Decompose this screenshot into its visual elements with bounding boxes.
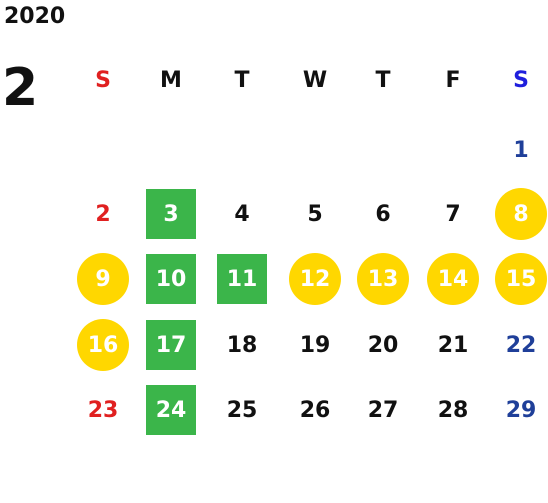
weekday-label-sun: S (95, 67, 111, 93)
day-cell-10[interactable]: 10 (146, 254, 196, 304)
day-cell-25[interactable]: 25 (226, 397, 258, 423)
day-cell-17[interactable]: 17 (146, 320, 196, 370)
day-cell-22[interactable]: 22 (505, 332, 537, 358)
day-cell-27[interactable]: 27 (367, 397, 399, 423)
weekday-label-mon: M (160, 67, 182, 93)
weekday-label-sat: S (513, 67, 529, 93)
day-cell-20[interactable]: 20 (367, 332, 399, 358)
day-cell-9[interactable]: 9 (77, 253, 129, 305)
weekday-label-fri: F (445, 67, 461, 93)
day-cell-11[interactable]: 11 (217, 254, 267, 304)
day-cell-15[interactable]: 15 (495, 253, 547, 305)
day-cell-21[interactable]: 21 (437, 332, 469, 358)
day-cell-19[interactable]: 19 (299, 332, 331, 358)
day-cell-6[interactable]: 6 (375, 201, 391, 227)
day-cell-4[interactable]: 4 (234, 201, 250, 227)
day-cell-1[interactable]: 1 (513, 137, 529, 163)
day-cell-18[interactable]: 18 (226, 332, 258, 358)
day-cell-23[interactable]: 23 (87, 397, 119, 423)
day-cell-14[interactable]: 14 (427, 253, 479, 305)
day-cell-5[interactable]: 5 (307, 201, 323, 227)
calendar-month: 2 (2, 58, 39, 118)
weekday-label-thu: T (375, 67, 391, 93)
day-cell-8[interactable]: 8 (495, 188, 547, 240)
day-cell-24[interactable]: 24 (146, 385, 196, 435)
day-cell-12[interactable]: 12 (289, 253, 341, 305)
day-cell-26[interactable]: 26 (299, 397, 331, 423)
day-cell-2[interactable]: 2 (95, 201, 111, 227)
day-cell-29[interactable]: 29 (505, 397, 537, 423)
day-cell-16[interactable]: 16 (77, 319, 129, 371)
day-cell-7[interactable]: 7 (445, 201, 461, 227)
day-cell-13[interactable]: 13 (357, 253, 409, 305)
weekday-label-wed: W (302, 67, 328, 93)
calendar-year: 2020 (4, 4, 66, 29)
day-cell-3[interactable]: 3 (146, 189, 196, 239)
weekday-label-tue: T (234, 67, 250, 93)
day-cell-28[interactable]: 28 (437, 397, 469, 423)
